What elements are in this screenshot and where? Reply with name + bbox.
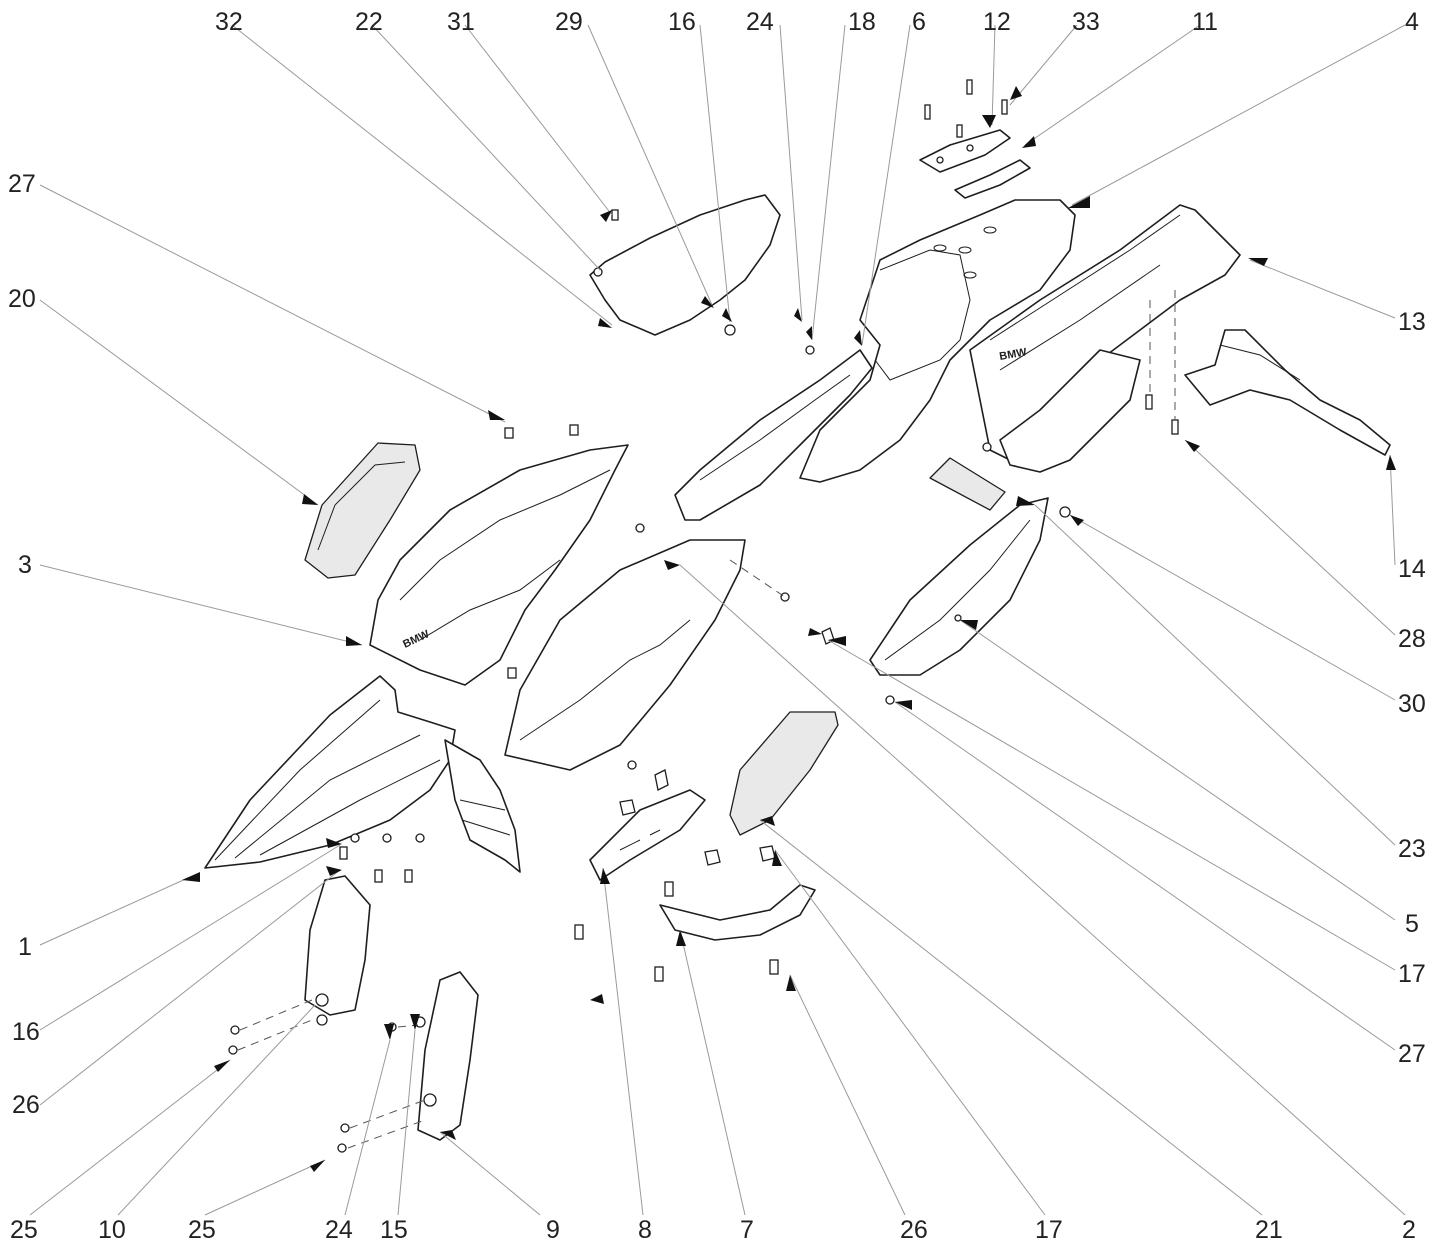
grab-pad [929, 457, 1006, 511]
inner-fender-lower [999, 349, 1141, 473]
callout-33-top: 33 [1072, 8, 1100, 36]
callout-7-bottom: 7 [740, 1216, 754, 1243]
callout-24-top: 24 [746, 8, 774, 36]
callout-26-bottom: 26 [900, 1216, 928, 1243]
arrowheads [182, 86, 1396, 1172]
rear-side-pad [729, 711, 839, 836]
callout-1-left: 1 [18, 933, 32, 961]
callout-27-right: 27 [1398, 1040, 1426, 1068]
callout-12-top: 12 [983, 8, 1011, 36]
callout-14-right: 14 [1398, 555, 1426, 583]
callout-26-left: 26 [12, 1091, 40, 1119]
callout-17-right: 17 [1398, 960, 1426, 988]
top-bracket-12 [919, 129, 1011, 173]
footrest-plate-left [589, 789, 706, 881]
front-fender [204, 675, 521, 873]
lower-shroud-left [304, 875, 371, 1026]
callout-6-top: 6 [912, 8, 926, 36]
callout-30-right: 30 [1398, 690, 1426, 718]
tail-logo-text: BMW [998, 346, 1028, 363]
callout-18-top: 18 [848, 8, 876, 36]
callout-3-left: 3 [18, 551, 32, 579]
lower-shroud-right [417, 971, 479, 1141]
hardware-screws [228, 79, 1179, 1153]
callout-32-top: 32 [215, 8, 243, 36]
callout-24-bottom: 24 [325, 1216, 353, 1243]
callout-16-top: 16 [668, 8, 696, 36]
center-side-cover [504, 539, 746, 771]
parts-layer: BMW [204, 79, 1391, 1153]
callout-27-left: 27 [8, 170, 36, 198]
callout-22-top: 22 [355, 8, 383, 36]
callout-25-bottom-b: 25 [188, 1216, 216, 1243]
rear-seat-tail [799, 199, 1076, 483]
callout-10-bottom: 10 [98, 1216, 126, 1243]
license-plate-holder [1184, 329, 1391, 456]
callout-8-bottom: 8 [638, 1216, 652, 1243]
side-pad [304, 442, 421, 579]
callout-5-right: 5 [1405, 910, 1419, 938]
callout-numbers: 32 22 31 29 16 24 18 6 12 33 11 4 27 20 … [8, 8, 1426, 1243]
callout-17-bottom: 17 [1035, 1216, 1063, 1243]
callout-25-bottom-a: 25 [10, 1216, 38, 1243]
callout-11-top: 11 [1192, 8, 1218, 36]
callout-28-right: 28 [1398, 625, 1426, 653]
rear-tail-cover [869, 497, 1049, 676]
footrest-bar [659, 884, 816, 941]
callout-15-bottom: 15 [380, 1216, 408, 1243]
callout-4-top: 4 [1405, 8, 1419, 36]
callout-20-left: 20 [8, 285, 36, 313]
callout-23-right: 23 [1398, 835, 1426, 863]
callout-31-top: 31 [447, 8, 475, 36]
callout-29-top: 29 [555, 8, 583, 36]
callout-13-right: 13 [1398, 308, 1426, 336]
callout-2-bottom: 2 [1402, 1216, 1416, 1243]
rear-inner-cover [589, 194, 781, 336]
subframe-side-cover [674, 349, 873, 521]
callout-9-bottom: 9 [546, 1216, 560, 1243]
top-bracket-11 [954, 159, 1031, 199]
left-side-panel: BMW [369, 444, 629, 686]
callout-21-bottom: 21 [1255, 1216, 1283, 1243]
callout-16-left: 16 [12, 1018, 40, 1046]
leader-lines [29, 24, 1406, 1216]
